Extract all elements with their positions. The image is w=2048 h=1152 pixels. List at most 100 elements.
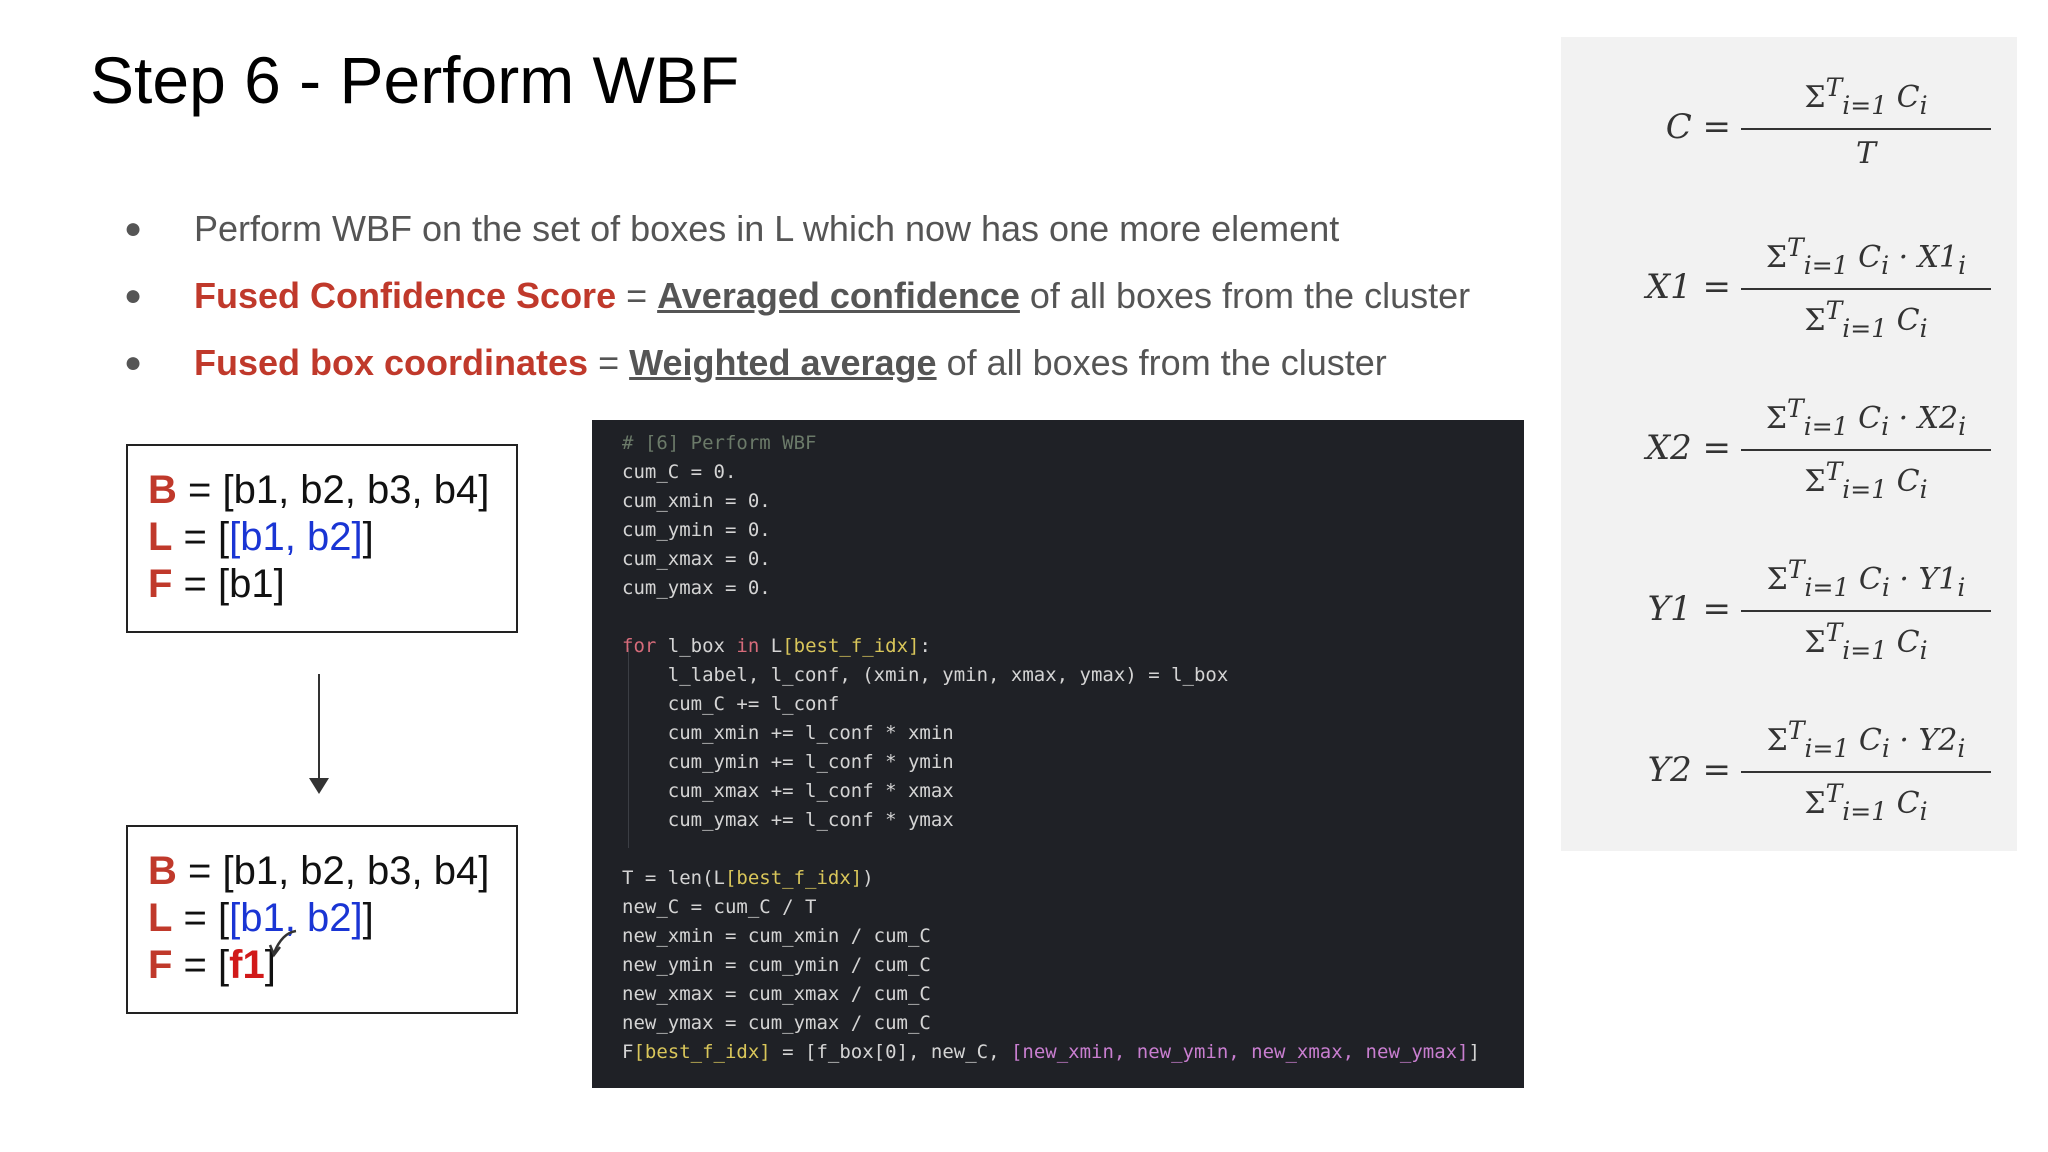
- bullet-dot-icon: ●: [124, 279, 143, 312]
- code-line: cum_C += l_conf: [622, 693, 840, 715]
- denominator: ΣTi=1 Ci: [1741, 779, 1991, 826]
- sub: i: [1957, 573, 1966, 602]
- sub: i: [1919, 314, 1928, 343]
- numerator: ΣTi=1 Ci · Y2i: [1741, 716, 1991, 763]
- code-token: [new_xmin, new_ymin, new_xmax, new_ymax]: [1010, 1041, 1469, 1063]
- state-box-after: B = [b1, b2, b3, b4] L = [[b1, b2]] F = …: [126, 825, 518, 1014]
- code-line: # [6] Perform WBF: [622, 432, 817, 454]
- f-label: F: [148, 943, 173, 987]
- indent-guide: [628, 648, 629, 848]
- code-line: F[best_f_idx] = [f_box[0], new_C, [new_x…: [622, 1041, 1480, 1063]
- sup: T: [1787, 555, 1805, 584]
- code-line: cum_ymax += l_conf * ymax: [622, 809, 954, 831]
- index-token: [best_f_idx]: [724, 867, 863, 889]
- f-label: F: [148, 562, 173, 606]
- denominator: ΣTi=1 Ci: [1741, 618, 1991, 665]
- numerator: ΣTi=1 Ci · X2i: [1741, 394, 1991, 441]
- numerator: ΣTi=1 Ci · X1i: [1741, 233, 1991, 280]
- sup: T: [1787, 233, 1804, 262]
- code-line: T = len(L[best_f_idx]): [622, 867, 874, 889]
- code-line: cum_xmin = 0.: [622, 490, 771, 512]
- index-token: [best_f_idx]: [633, 1041, 771, 1063]
- formula-y1: Y1 = ΣTi=1 Ci · Y1i ΣTi=1 Ci: [1561, 555, 2017, 665]
- bullet-rest: of all boxes from the cluster: [936, 342, 1387, 383]
- equals-sign: =: [588, 342, 630, 383]
- formula-panel: C = ΣTi=1 Ci T X1 = ΣTi=1 Ci · X1i ΣTi=1…: [1561, 37, 2017, 851]
- slide-title: Step 6 - Perform WBF: [90, 43, 740, 117]
- l-label: L: [148, 515, 173, 559]
- bullet-text: Fused Confidence Score = Averaged confid…: [194, 267, 1470, 325]
- curved-arrow-icon: [268, 929, 297, 958]
- code-token: F: [622, 1041, 634, 1063]
- b-value: = [b1, b2, b3, b4]: [176, 849, 490, 893]
- formula-lhs: Y2 =: [1647, 750, 1731, 790]
- term: C: [1848, 401, 1882, 436]
- fused-box-coords-term: Fused box coordinates: [194, 342, 589, 383]
- l-eq: = [: [172, 515, 230, 559]
- denominator: ΣTi=1 Ci: [1741, 296, 1991, 343]
- sum-symbol: Σ: [1804, 786, 1826, 821]
- f-list-line: F = [b1]: [148, 562, 285, 607]
- sup: T: [1825, 779, 1843, 808]
- sub: i: [1919, 475, 1928, 504]
- l-inner: [b1, b2]: [229, 515, 363, 559]
- code-token: L: [759, 635, 783, 657]
- sum-symbol: Σ: [1765, 240, 1788, 275]
- code-token: T = len(L: [622, 867, 725, 889]
- sub: i=1: [1803, 251, 1849, 280]
- code-line: new_xmin = cum_xmin / cum_C: [622, 925, 931, 947]
- sub: i: [1919, 636, 1928, 665]
- f-list-line: F = [f1]: [148, 943, 276, 988]
- sub: i: [1881, 734, 1890, 763]
- formula-x1: X1 = ΣTi=1 Ci · X1i ΣTi=1 Ci: [1561, 233, 2017, 343]
- sub: i: [1919, 797, 1928, 826]
- code-line: cum_ymin += l_conf * ymin: [622, 751, 954, 773]
- l-list-line: L = [[b1, b2]]: [148, 896, 374, 941]
- sum-symbol: Σ: [1804, 625, 1826, 660]
- f-close: ]: [264, 943, 276, 987]
- fraction: ΣTi=1 Ci · Y1i ΣTi=1 Ci: [1741, 555, 1991, 665]
- weighted-average-term: Weighted average: [629, 342, 937, 383]
- formula-y2: Y2 = ΣTi=1 Ci · Y2i ΣTi=1 Ci: [1561, 716, 2017, 826]
- sub: i=1: [1842, 797, 1888, 826]
- sub: i=1: [1804, 573, 1850, 602]
- fraction-bar: [1741, 449, 1991, 451]
- index-token: [best_f_idx]: [782, 635, 920, 657]
- sum-symbol: Σ: [1766, 562, 1788, 597]
- formula-lhs: C =: [1665, 107, 1731, 147]
- fused-confidence-term: Fused Confidence Score: [194, 275, 617, 316]
- term: C: [1887, 303, 1920, 338]
- sum-symbol: Σ: [1804, 80, 1826, 115]
- b-list-line: B = [b1, b2, b3, b4]: [148, 849, 489, 894]
- term: · Y2: [1889, 723, 1958, 758]
- term: C: [1849, 562, 1882, 597]
- code-line: l_label, l_conf, (xmin, ymin, xmax, ymax…: [622, 664, 1229, 686]
- sub: i=1: [1842, 91, 1888, 120]
- sub: i: [1919, 91, 1928, 120]
- fraction: ΣTi=1 Ci · X1i ΣTi=1 Ci: [1741, 233, 1991, 343]
- fraction-bar: [1741, 771, 1991, 773]
- numerator: ΣTi=1 Ci · Y1i: [1741, 555, 1991, 602]
- code-token: = [f_box[0], new_C,: [770, 1041, 1011, 1063]
- sub: i: [1881, 251, 1890, 280]
- code-line: new_C = cum_C / T: [622, 896, 817, 918]
- code-token: :: [919, 635, 931, 657]
- sub: i=1: [1842, 314, 1888, 343]
- formula-lhs: Y1 =: [1647, 589, 1731, 629]
- keyword: in: [736, 635, 760, 657]
- sum-symbol: Σ: [1765, 401, 1788, 436]
- sub: i: [1958, 412, 1967, 441]
- code-snippet: # [6] Perform WBF cum_C = 0. cum_xmin = …: [592, 420, 1524, 1088]
- b-label: B: [148, 468, 177, 512]
- averaged-confidence-term: Averaged confidence: [657, 275, 1020, 316]
- fraction: ΣTi=1 Ci T: [1741, 73, 1991, 171]
- term: · X2: [1889, 401, 1959, 436]
- l-inner: [b1, b2]: [229, 896, 363, 940]
- bullet-rest: of all boxes from the cluster: [1019, 275, 1471, 316]
- bullet-item: ● Fused Confidence Score = Averaged conf…: [120, 267, 1560, 334]
- l-label: L: [148, 896, 173, 940]
- fraction-bar: [1741, 288, 1991, 290]
- term: C: [1848, 240, 1882, 275]
- code-token: ): [862, 867, 874, 889]
- formula-x2: X2 = ΣTi=1 Ci · X2i ΣTi=1 Ci: [1561, 394, 2017, 504]
